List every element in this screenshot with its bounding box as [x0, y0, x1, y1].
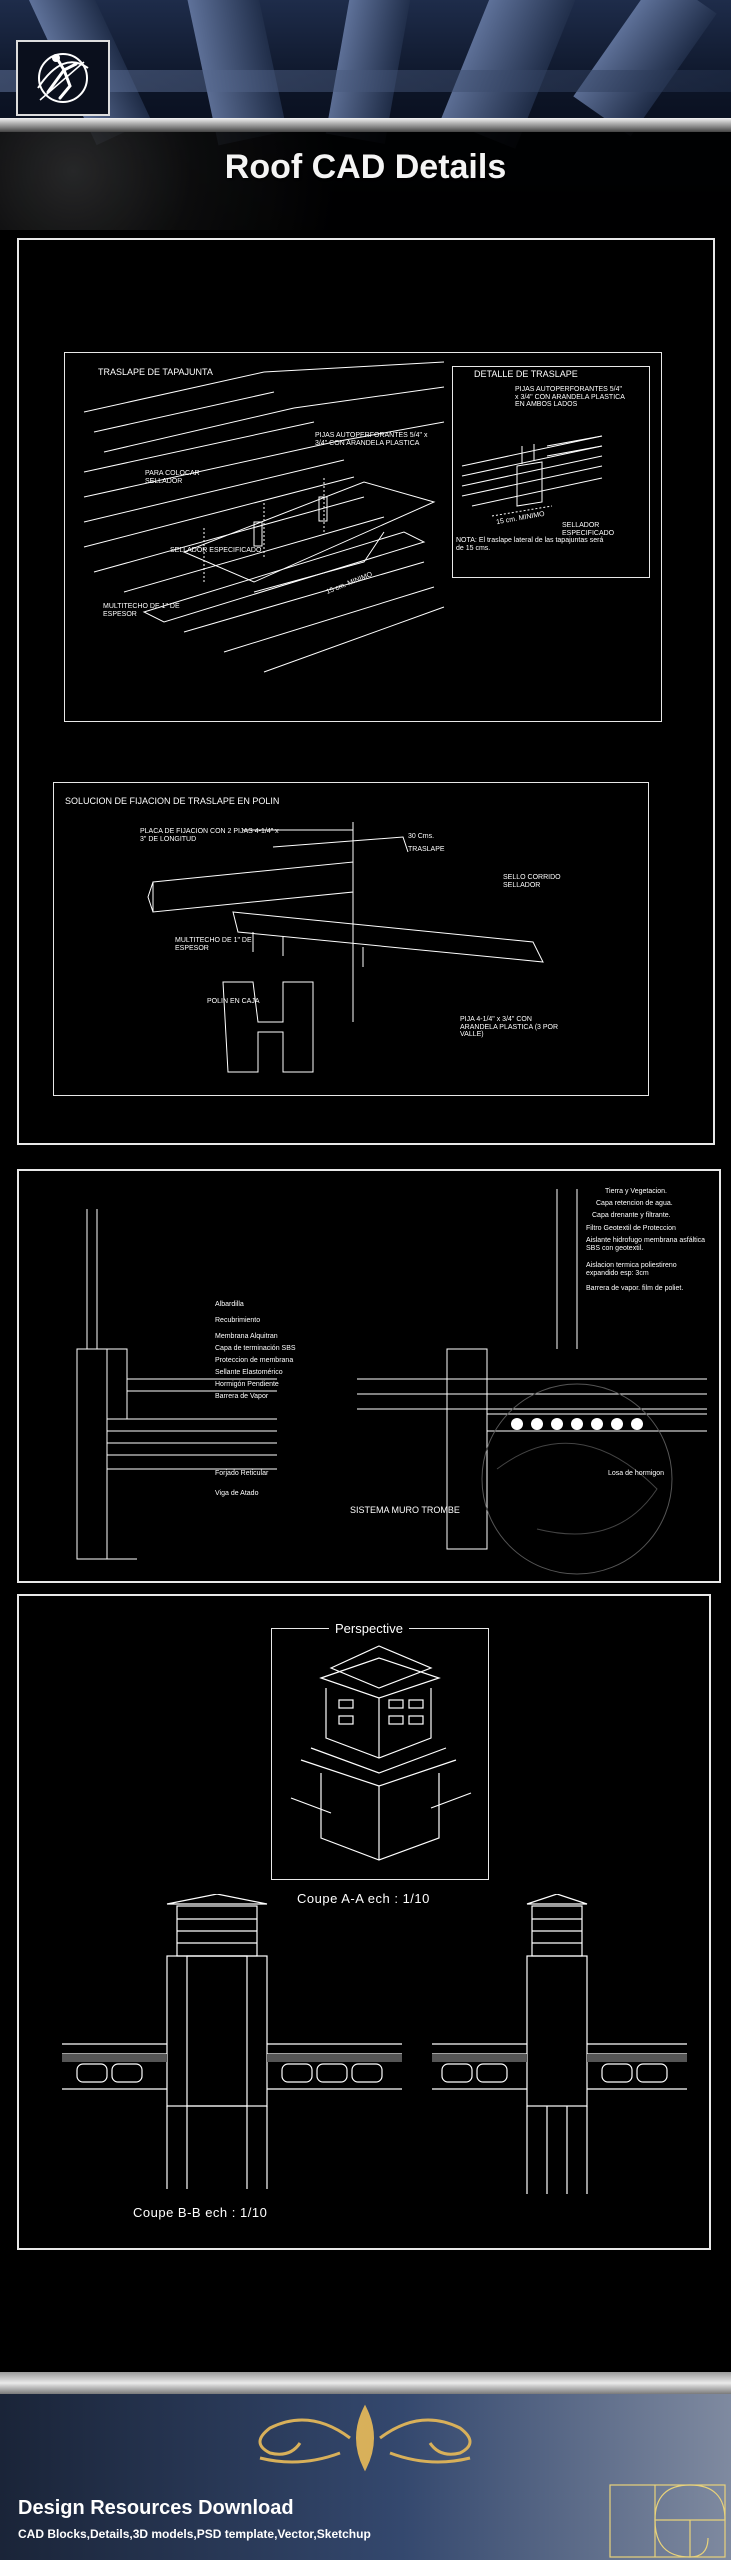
chimney-perspective-drawing [290, 1645, 472, 1861]
section-label: Capa de terminación SBS [215, 1345, 296, 1352]
traslape-drawing [83, 361, 445, 673]
footer-subtitle: CAD Blocks,Details,3D models,PSD templat… [18, 2527, 371, 2541]
detail-c-label: MULTITECHO DE 1" DE ESPESOR [175, 937, 252, 952]
detail-c-label: POLIN EN CAJA [207, 998, 260, 1005]
detail-frame-fijacion [53, 782, 649, 1096]
detail-b-label: PIJAS AUTOPERFORANTES 5/4" x 3/4" CON AR… [515, 386, 625, 409]
detail-c-title: SOLUCION DE FIJACION DE TRASLAPE EN POLI… [65, 796, 280, 806]
roof-detail-panel-1 [17, 238, 715, 1145]
detail-b-note: NOTA: El traslape lateral de las tapajun… [456, 537, 604, 552]
detail-a-title: TRASLAPE DE TAPAJUNTA [98, 367, 213, 377]
golden-spiral-icon [609, 2484, 726, 2558]
section-label: Membrana Alquitran [215, 1333, 278, 1340]
detail-b-title: DETALLE DE TRASLAPE [474, 369, 578, 379]
ornament-background [0, 132, 731, 230]
detalle-traslape-drawing [461, 435, 603, 517]
gold-ornament-icon [258, 2404, 472, 2472]
detail-a-label: SELLADOR ESPECIFICADO [170, 547, 262, 554]
caption-coupe-bb: Coupe B-B ech : 1/10 [133, 2205, 268, 2220]
roof-detail-panel-2 [17, 1169, 721, 1583]
detail-frame-detalle [452, 366, 650, 578]
fijacion-drawing [147, 822, 544, 1073]
section-label: Losa de hormigon [608, 1470, 665, 1477]
chimney-section-drawing [62, 1894, 687, 2194]
perspective-title: Perspective [329, 1621, 409, 1636]
section-label: Filtro Geotextil de Proteccion [586, 1225, 676, 1232]
detail-frame-traslape [64, 352, 662, 722]
steel-beam [0, 70, 731, 92]
detail-a-label: PIJAS AUTOPERFORANTES 5/4" x 3/4" CON AR… [315, 432, 428, 447]
footer-divider-bar [0, 2372, 731, 2394]
section-label: Forjado Reticular [215, 1470, 269, 1477]
section-title: SISTEMA MURO TROMBE [350, 1505, 460, 1515]
section-label: Aislacion termica poliestireno expandido… [586, 1262, 677, 1277]
section-label: Sellante Elastomérico [215, 1369, 283, 1376]
detail-a-label: MULTITECHO DE 1" DE ESPESOR [103, 603, 180, 618]
detail-c-label: SELLO CORRIDO SELLADOR [503, 874, 561, 889]
detail-c-label: PIJA 4-1/4" x 3/4" CON ARANDELA PLASTICA… [460, 1016, 559, 1039]
detail-c-label: PLACA DE FIJACION CON 2 PIJAS 4-1/4" x 3… [140, 828, 279, 843]
header-divider-bar [0, 118, 731, 132]
section-label: Capa drenante y filtrante. [592, 1212, 671, 1219]
detail-a-label: PARA COLOCAR SELLADOR [145, 470, 200, 485]
caption-coupe-aa: Coupe A-A ech : 1/10 [297, 1891, 430, 1906]
archer-logo-icon[interactable] [16, 40, 110, 116]
section-label: Capa retencion de agua. [596, 1200, 673, 1207]
roof-detail-panel-3 [17, 1594, 711, 2250]
section-label: Barrera de Vapor [215, 1393, 269, 1400]
section-label: Viga de Atado [215, 1490, 259, 1497]
section-label: Albardilla [215, 1301, 244, 1308]
footer-title: Design Resources Download [18, 2497, 294, 2519]
section-label: Hormigón Pendiente [215, 1381, 279, 1388]
section-label: Proteccion de membrana [215, 1357, 294, 1364]
page-title: Roof CAD Details [224, 148, 507, 186]
detail-b-label: SELLADOR ESPECIFICADO [562, 522, 615, 537]
section-label: Recubrimiento [215, 1317, 261, 1324]
section-label: Aislante hidrofugo membrana asfáltica SB… [586, 1237, 706, 1252]
steel-beam [573, 0, 717, 137]
detail-c-label: 30 Cms. [408, 833, 435, 840]
roof-section-drawing [76, 1189, 707, 1575]
section-label: Barrera de vapor. film de poliet. [586, 1285, 684, 1292]
section-label: Tierra y Vegetacion. [605, 1188, 667, 1195]
detail-c-label: TRASLAPE [408, 846, 445, 853]
